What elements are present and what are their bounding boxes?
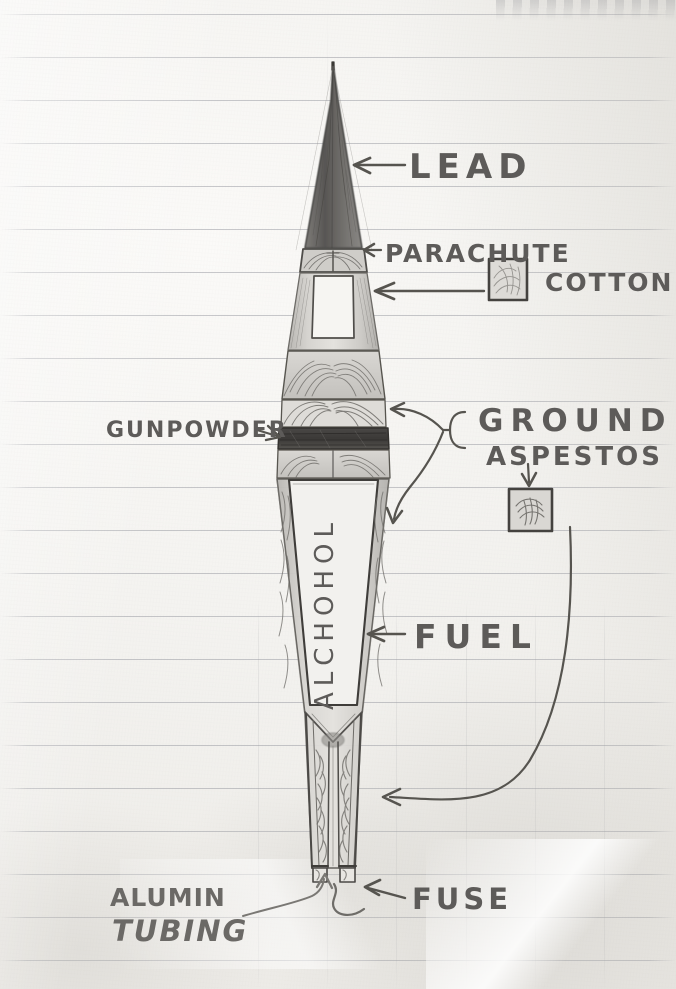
asbestos-long-leader [381, 525, 573, 807]
asbestos-swatch [507, 487, 554, 533]
fuse-label: FUSE [412, 882, 512, 916]
alcohol-label: ALCHOHOL [310, 517, 340, 710]
gunpowder-label: GUNPOWDER [106, 418, 288, 443]
cotton-leader [373, 281, 486, 301]
nose-cone [295, 61, 373, 251]
rocket-body: ALCHOHOL [276, 478, 390, 869]
asbestos-label: ASPESTOS [486, 442, 663, 472]
asbestos-swatch-arrow [520, 462, 538, 488]
alumin-label: ALUMIN [110, 883, 226, 912]
cotton-swatch [487, 257, 529, 302]
gunpowder-band [277, 399, 390, 450]
parachute-label: PARACHUTE [385, 239, 571, 268]
lead-label: LEAD [409, 147, 532, 187]
cotton-label: COTTON [545, 268, 673, 297]
parachute-leader [362, 242, 383, 258]
asbestos-leader [385, 401, 467, 525]
aluminum-tube [305, 713, 362, 883]
cotton-chamber [287, 272, 380, 351]
fuel-leader [366, 625, 407, 643]
tubing-label: TUBING [112, 914, 248, 948]
fuse-leader [363, 878, 407, 900]
fuse-squiggle [331, 882, 366, 916]
tubing-leader [242, 872, 334, 917]
lower-asbestos [276, 449, 391, 479]
fuel-label: FUEL [414, 617, 539, 656]
lead-leader [352, 156, 407, 175]
upper-asbestos [281, 350, 386, 400]
parachute-bay [299, 248, 368, 273]
ground-label: GROUND [478, 403, 673, 439]
gunpowder-leader [255, 424, 282, 442]
